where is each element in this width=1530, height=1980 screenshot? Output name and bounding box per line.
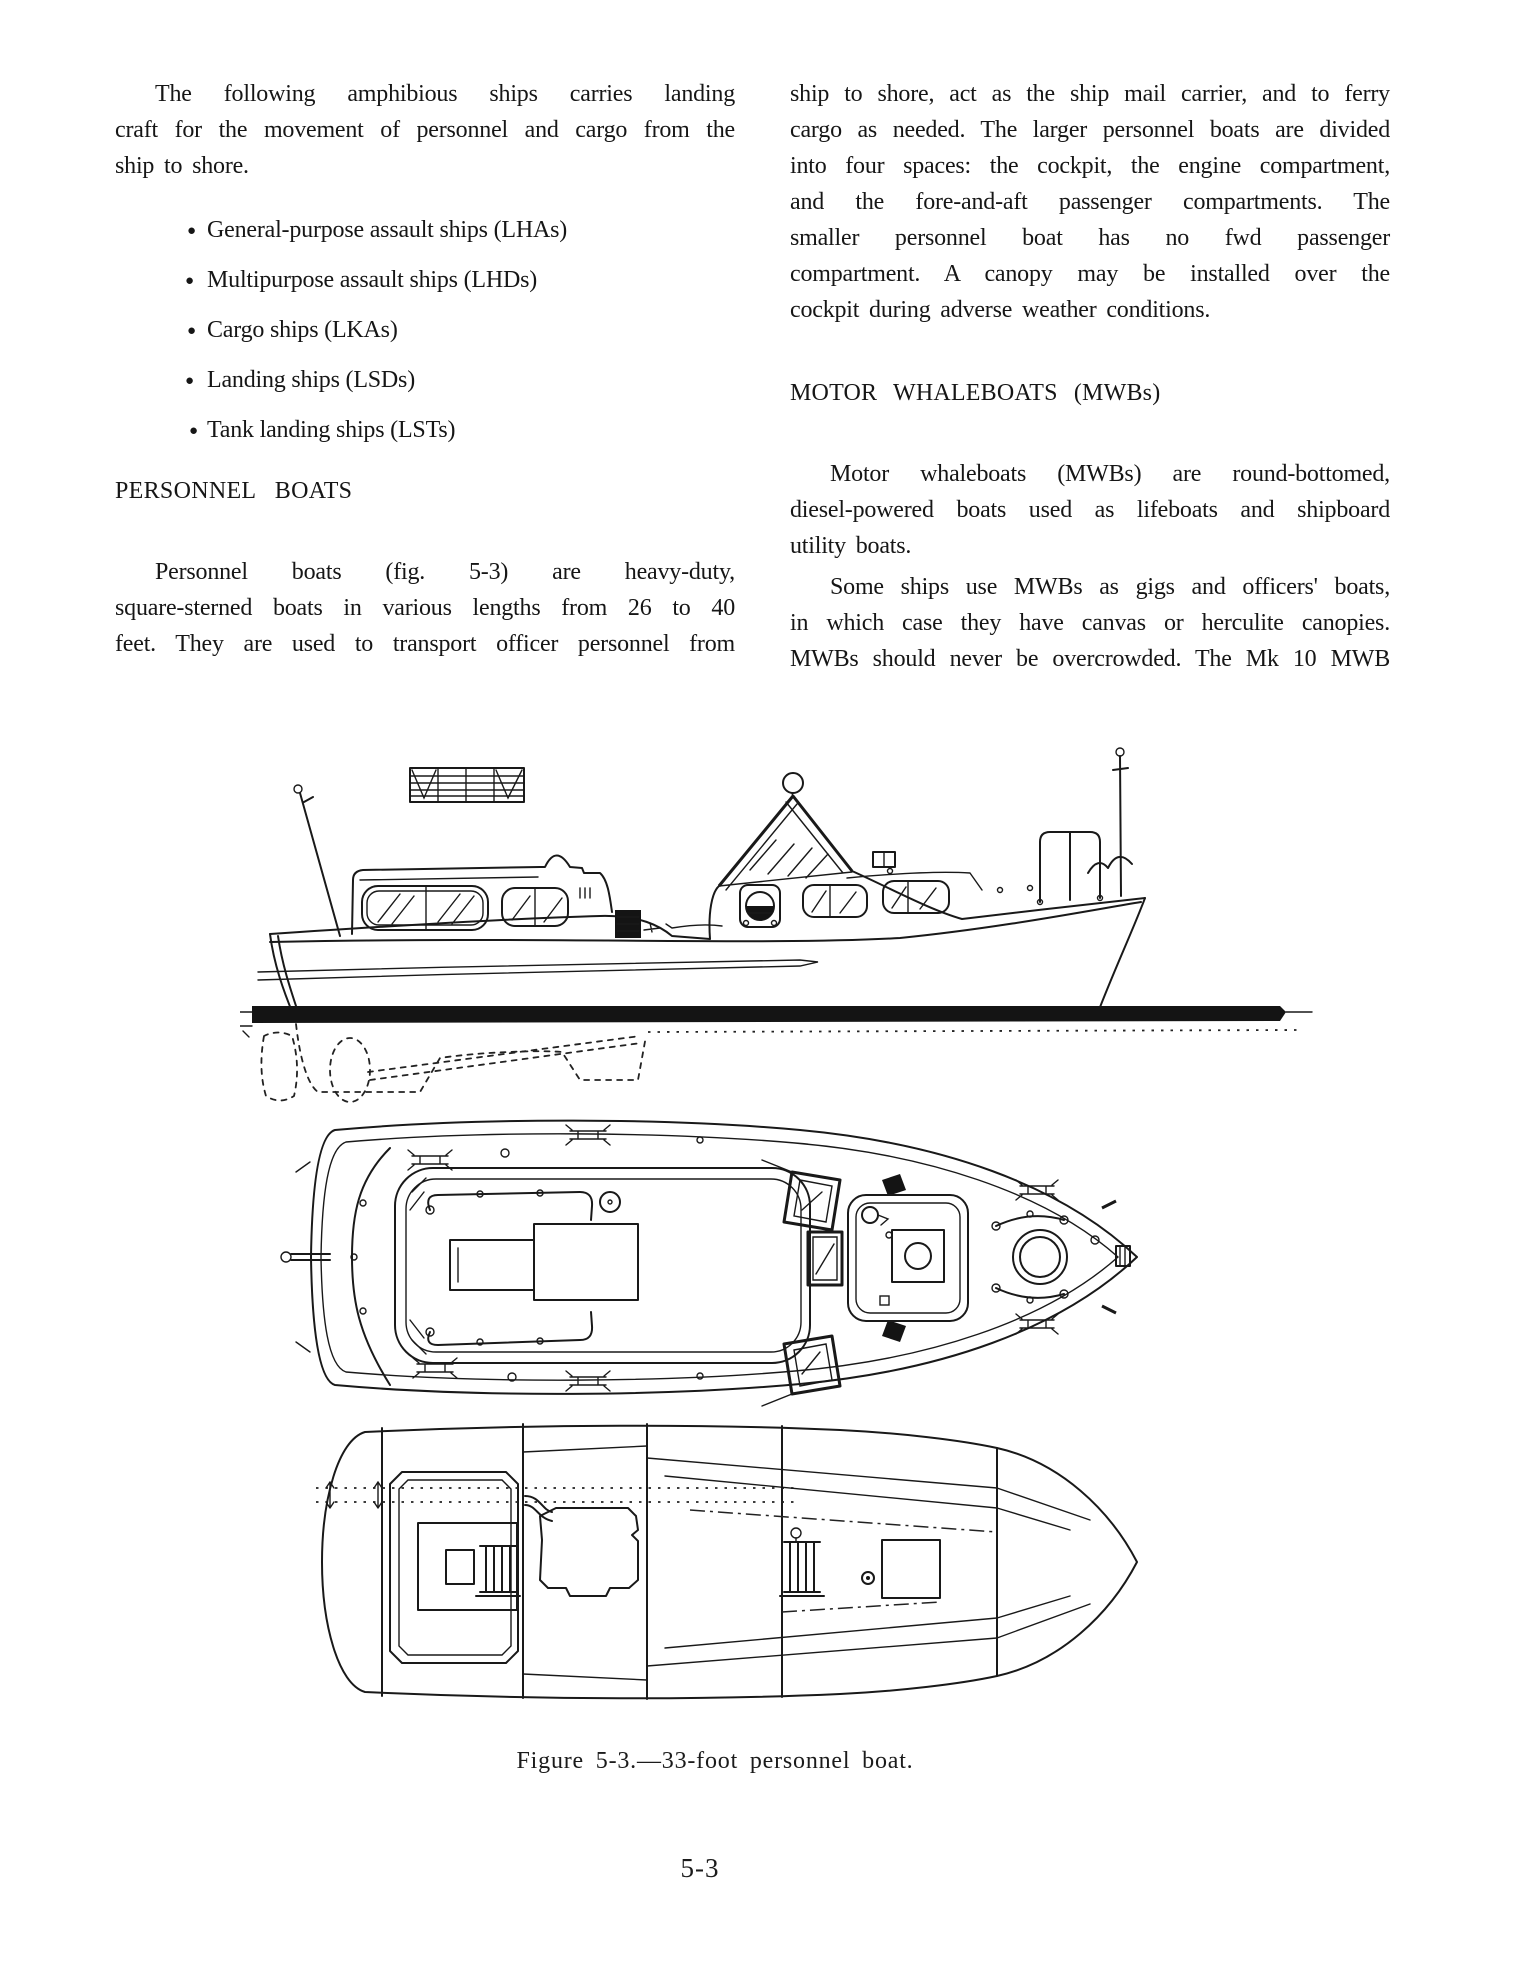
body-line: compartment. A canopy may be installed o…: [790, 261, 1390, 287]
paragraph: Some ships use MWBs as gigs and officers…: [790, 569, 1390, 677]
left-column: The following amphibious ships carries l…: [115, 76, 735, 662]
section-heading-motor-whaleboats: MOTOR WHALEBOATS (MWBs): [790, 380, 1161, 406]
body-line: MWBs should never be overcrowded. The Mk…: [790, 646, 1390, 672]
figure-caption: Figure 5-3.—33-foot personnel boat.: [516, 1748, 914, 1774]
body-line: Some ships use MWBs as gigs and officers…: [830, 574, 1390, 600]
body-line: in which case they have canvas or hercul…: [790, 610, 1390, 636]
paragraph: Personnel boats (fig. 5-3) are heavy-dut…: [115, 554, 735, 662]
body-line: ship to shore.: [115, 153, 249, 179]
body-line: ship to shore, act as the ship mail carr…: [790, 81, 1390, 107]
side-view-drawing: [239, 747, 1313, 1103]
paragraph: Motor whaleboats (MWBs) are round-bottom…: [790, 456, 1390, 564]
body-line: cargo as needed. The larger personnel bo…: [790, 117, 1390, 143]
page-number: 5-3: [680, 1853, 720, 1883]
ship-type-list: General-purpose assault ships (LHAs) Mul…: [115, 212, 735, 449]
cleat-icon: [407, 1124, 1059, 1392]
body-line: diesel-powered boats used as lifeboats a…: [790, 497, 1390, 523]
plan-view-drawing: [280, 1119, 1138, 1407]
body-line: square-sterned boats in various lengths …: [115, 595, 735, 621]
body-line: Motor whaleboats (MWBs) are round-bottom…: [830, 461, 1390, 487]
list-item: Multipurpose assault ships (LHDs): [115, 262, 827, 299]
body-line: The following amphibious ships carries l…: [155, 81, 735, 107]
personnel-boat-drawing: [239, 747, 1313, 1700]
figure-5-3: [239, 740, 1330, 1735]
body-line: cockpit during adverse weather condition…: [790, 297, 1211, 323]
body-line: craft for the movement of personnel and …: [115, 117, 735, 143]
list-item: General-purpose assault ships (LHAs): [115, 212, 827, 249]
list-item: Cargo ships (LKAs): [115, 312, 827, 349]
body-line: Personnel boats (fig. 5-3) are heavy-dut…: [155, 559, 735, 585]
list-item: Landing ships (LSDs): [115, 362, 827, 399]
paragraph: ship to shore, act as the ship mail carr…: [790, 76, 1390, 328]
body-line: smaller personnel boat has no fwd passen…: [790, 225, 1390, 251]
body-line: and the fore-and-aft passenger compartme…: [790, 189, 1390, 215]
section-heading-personnel-boats: PERSONNEL BOATS: [115, 478, 353, 504]
right-column: ship to shore, act as the ship mail carr…: [790, 76, 1390, 677]
paragraph: The following amphibious ships carries l…: [115, 76, 735, 184]
body-line: into four spaces: the cockpit, the engin…: [790, 153, 1390, 179]
body-line: utility boats.: [790, 533, 912, 559]
body-line: feet. They are used to transport officer…: [115, 631, 735, 657]
list-item: Tank landing ships (LSTs): [115, 412, 827, 449]
hull-plan-drawing: [316, 1423, 1138, 1700]
